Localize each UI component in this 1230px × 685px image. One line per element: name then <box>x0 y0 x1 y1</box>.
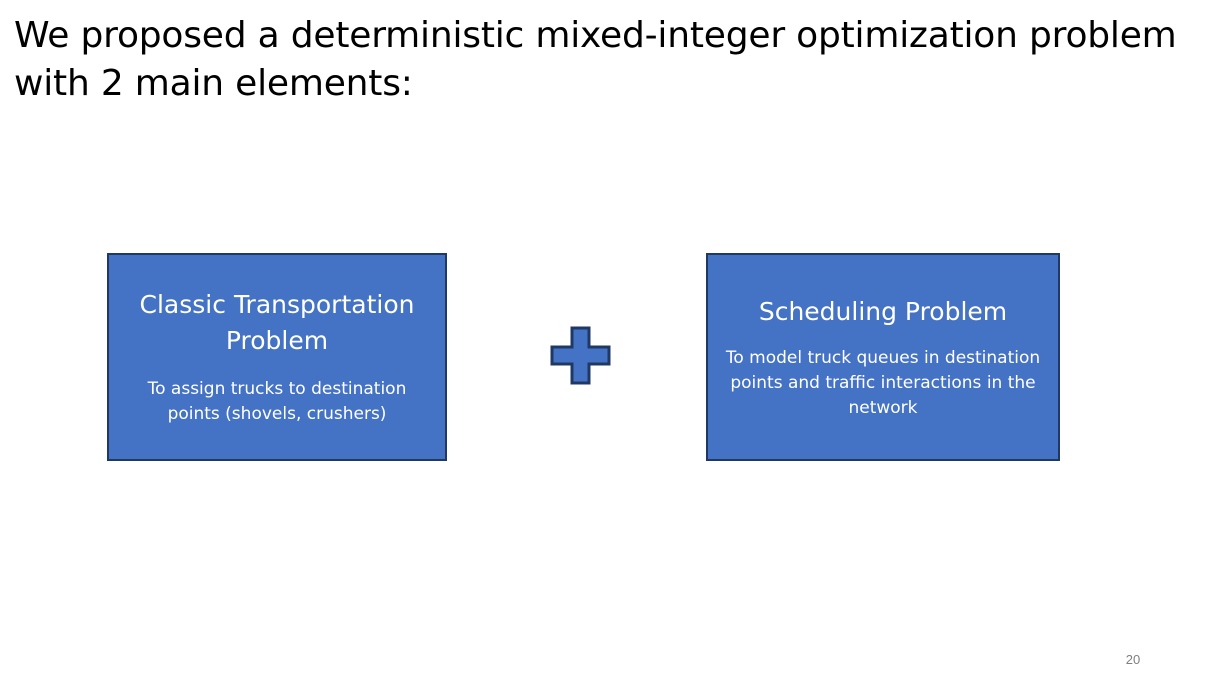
transportation-problem-description: To assign trucks to destination points (… <box>147 379 407 424</box>
scheduling-problem-heading: Scheduling Problem <box>758 296 1008 326</box>
scheduling-problem-description: To model truck queues in destination poi… <box>725 347 1041 418</box>
plus-icon <box>550 326 611 385</box>
transportation-problem-box: Classic Transportation Problem To assign… <box>107 253 447 461</box>
scheduling-problem-box: Scheduling Problem To model truck queues… <box>706 253 1060 461</box>
page-number: 20 <box>1125 652 1141 667</box>
transportation-problem-heading: Classic Transportation Problem <box>139 290 415 355</box>
slide-title: We proposed a deterministic mixed-intege… <box>14 15 1177 104</box>
